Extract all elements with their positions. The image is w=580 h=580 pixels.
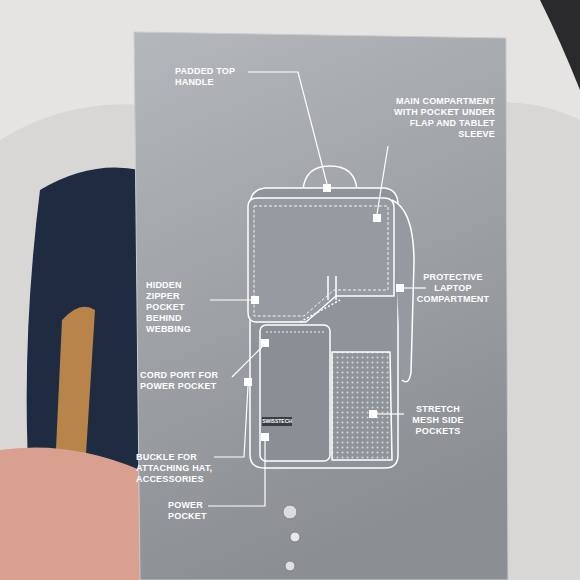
callout-label: PADDED TOP HANDLE <box>175 66 255 88</box>
leader-line <box>214 386 248 457</box>
leader-lines <box>208 72 426 506</box>
flap-stitching <box>254 206 388 316</box>
callout-square <box>373 214 381 222</box>
shoulder-strap <box>392 200 414 382</box>
tag-hole <box>285 561 295 571</box>
mesh-pocket <box>332 352 392 460</box>
webbing <box>335 276 337 300</box>
callout-label: PROTECTIVE LAPTOP COMPARTMENT <box>412 272 494 305</box>
hand <box>0 448 150 580</box>
callout-square <box>261 433 269 441</box>
callout-squares <box>244 184 404 441</box>
callout-label: BUCKLE FOR ATTACHING HAT, ACCESSORIES <box>136 452 246 485</box>
leader-line <box>404 287 426 288</box>
tag-hole <box>283 505 297 519</box>
dark-corner <box>540 0 580 90</box>
callout-square <box>369 410 377 418</box>
tag-hole <box>290 532 300 542</box>
callout-square <box>323 184 331 192</box>
callout-label: CORD PORT FOR POWER POCKET <box>140 370 235 392</box>
brand-logo: SWISSTECH <box>262 418 292 425</box>
leader-line <box>210 299 251 300</box>
zipper <box>300 300 340 322</box>
callout-label: STRETCH MESH SIDE POCKETS <box>406 404 470 437</box>
callout-square <box>261 339 269 347</box>
hang-tag <box>134 32 508 580</box>
leader-line <box>232 347 262 377</box>
webbing <box>327 276 329 300</box>
leader-line <box>377 146 388 214</box>
backpack-drawing <box>248 166 414 468</box>
callout-square <box>251 296 259 304</box>
callout-label: HIDDEN ZIPPER POCKET BEHIND WEBBING <box>146 280 206 335</box>
flap <box>248 198 394 322</box>
pocket-zipper <box>266 332 324 333</box>
leader-line <box>208 441 265 506</box>
front-pocket <box>260 325 330 461</box>
leader-line <box>377 413 404 414</box>
logo-plate <box>262 417 292 426</box>
callout-label: MAIN COMPARTMENT WITH POCKET UNDER FLAP … <box>380 96 495 140</box>
callout-square <box>244 378 252 386</box>
callout-square <box>396 284 404 292</box>
callout-label: POWER POCKET <box>168 500 220 522</box>
leader-line <box>248 72 327 184</box>
